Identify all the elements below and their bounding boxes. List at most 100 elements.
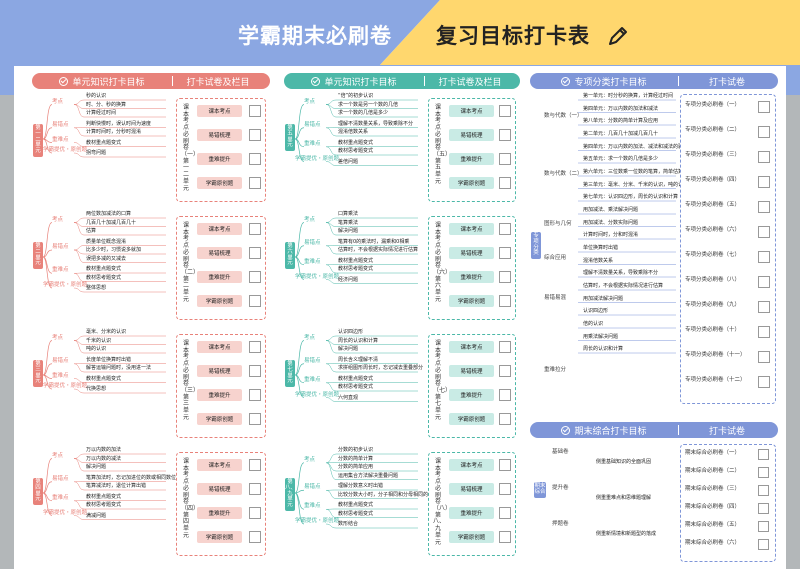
paper-section-button[interactable]: 学霸原创题 <box>449 295 494 307</box>
checkbox[interactable] <box>758 276 770 288</box>
unit-category: 考点 <box>304 216 316 223</box>
paper-section-button[interactable]: 课本考点 <box>449 341 494 353</box>
checkbox[interactable] <box>758 351 770 363</box>
special-item: 用加减法、乘法解决问题 <box>583 207 639 213</box>
checkbox[interactable] <box>249 389 261 401</box>
paper-section-button[interactable]: 易错梳理 <box>449 129 494 141</box>
checkbox[interactable] <box>758 126 770 138</box>
paper-section-button[interactable]: 重难提升 <box>449 507 494 519</box>
paper-section-button[interactable]: 重难提升 <box>449 271 494 283</box>
unit-category: 考点 <box>52 216 64 223</box>
checkbox[interactable] <box>499 223 511 235</box>
paper-section-button[interactable]: 学霸原创题 <box>197 531 242 543</box>
paper-section-button[interactable]: 学霸原创题 <box>449 177 494 189</box>
paper-section-button[interactable]: 重难提升 <box>449 153 494 165</box>
checkbox[interactable] <box>758 226 770 238</box>
checkbox[interactable] <box>249 341 261 353</box>
checkbox[interactable] <box>499 531 511 543</box>
title-right: 复习目标打卡表 <box>436 24 590 48</box>
paper-box: 课本考点必刷卷（六）第六单元课本考点易错梳理重难提升学霸原创题 <box>428 216 516 320</box>
paper-section-button[interactable]: 易错梳理 <box>197 365 242 377</box>
checkbox[interactable] <box>499 365 511 377</box>
paper-section-button[interactable]: 易错梳理 <box>449 483 494 495</box>
checkbox[interactable] <box>249 177 261 189</box>
paper-section-button[interactable]: 课本考点 <box>197 459 242 471</box>
unit-item: 笔算有0的乘法时，漏乘和0相乘 <box>338 238 410 245</box>
checkbox[interactable] <box>758 151 770 163</box>
checkbox[interactable] <box>249 153 261 165</box>
checkbox[interactable] <box>758 521 769 532</box>
checkbox[interactable] <box>249 129 261 141</box>
checkbox[interactable] <box>499 507 511 519</box>
paper-section-button[interactable]: 易错梳理 <box>197 483 242 495</box>
checkbox[interactable] <box>499 389 511 401</box>
paper-section-button[interactable]: 易错梳理 <box>197 247 242 259</box>
item-line <box>325 340 418 345</box>
checkbox[interactable] <box>249 531 261 543</box>
checkbox[interactable] <box>249 459 261 471</box>
checkbox[interactable] <box>758 176 770 188</box>
checkbox[interactable] <box>758 467 769 478</box>
checkbox[interactable] <box>249 507 261 519</box>
checkbox[interactable] <box>758 449 769 460</box>
checkbox[interactable] <box>499 483 511 495</box>
checkbox[interactable] <box>758 201 770 213</box>
checkbox[interactable] <box>249 365 261 377</box>
checkbox[interactable] <box>499 271 511 283</box>
checkbox[interactable] <box>758 251 770 263</box>
checkbox[interactable] <box>249 223 261 235</box>
checkbox[interactable] <box>249 295 261 307</box>
final-paper-label: 期末综合必刷卷（六） <box>685 540 741 546</box>
checkbox[interactable] <box>249 247 261 259</box>
paper-section-button[interactable]: 课本考点 <box>449 223 494 235</box>
paper-section-button[interactable]: 易错梳理 <box>197 129 242 141</box>
paper-section-button[interactable]: 课本考点 <box>197 223 242 235</box>
paper-section-button[interactable]: 易错梳理 <box>449 365 494 377</box>
checkbox[interactable] <box>499 247 511 259</box>
paper-section-button[interactable]: 课本考点 <box>449 105 494 117</box>
checkbox[interactable] <box>758 485 769 496</box>
paper-section-button[interactable]: 易错梳理 <box>449 247 494 259</box>
item-line <box>73 378 166 383</box>
paper-section-button[interactable]: 学霸原创题 <box>449 413 494 425</box>
checkbox[interactable] <box>758 301 770 313</box>
checkbox[interactable] <box>499 295 511 307</box>
checkbox[interactable] <box>499 341 511 353</box>
final-goal-label: 期末综合打卡目标 <box>574 426 647 437</box>
checkbox[interactable] <box>249 271 261 283</box>
paper-section-button[interactable]: 学霸原创题 <box>197 177 242 189</box>
paper-section-button[interactable]: 重难提升 <box>449 389 494 401</box>
paper-box: 课本考点必刷卷（四）第四单元课本考点易错梳理重难提升学霸原创题 <box>176 452 266 556</box>
checkbox[interactable] <box>758 376 770 388</box>
checkbox[interactable] <box>758 101 770 113</box>
item-line <box>325 453 418 463</box>
paper-section-button[interactable]: 学霸原创题 <box>197 295 242 307</box>
unit-item: 数形结合 <box>338 521 359 527</box>
checkbox[interactable] <box>758 326 770 338</box>
checkbox[interactable] <box>249 483 261 495</box>
checkbox[interactable] <box>758 539 769 550</box>
branch-line <box>294 462 305 494</box>
checkbox[interactable] <box>499 153 511 165</box>
paper-section-button[interactable]: 课本考点 <box>449 459 494 471</box>
checkbox[interactable] <box>758 503 769 514</box>
paper-section-button[interactable]: 学霸原创题 <box>197 413 242 425</box>
header-goal-label: 单元知识打卡目标 <box>72 77 145 88</box>
checkbox[interactable] <box>249 413 261 425</box>
paper-section-button[interactable]: 重难提升 <box>197 389 242 401</box>
paper-section-button[interactable]: 重难提升 <box>197 507 242 519</box>
paper-section-button[interactable]: 学霸原创题 <box>449 531 494 543</box>
checkbox[interactable] <box>499 177 511 189</box>
paper-title: 课本考点必刷卷（八）第八、九单元 <box>433 458 452 546</box>
paper-section-button[interactable]: 课本考点 <box>197 341 242 353</box>
checkbox[interactable] <box>499 105 511 117</box>
checkbox[interactable] <box>499 129 511 141</box>
paper-section-button[interactable]: 课本考点 <box>197 105 242 117</box>
paper-section-button[interactable]: 重难提升 <box>197 271 242 283</box>
checkbox[interactable] <box>249 105 261 117</box>
paper-section-button[interactable]: 重难提升 <box>197 153 242 165</box>
item-line <box>73 222 166 227</box>
unit-category: 学霸提优・原创题 <box>43 282 88 288</box>
checkbox[interactable] <box>499 459 511 471</box>
checkbox[interactable] <box>499 413 511 425</box>
